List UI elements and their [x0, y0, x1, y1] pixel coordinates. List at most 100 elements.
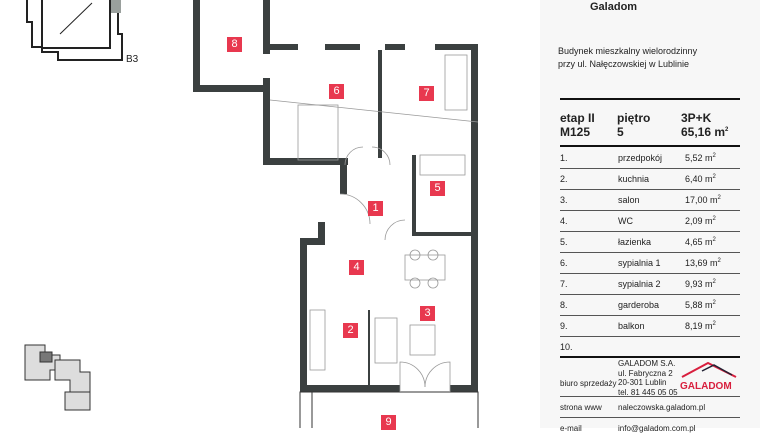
room-name: łazienka: [618, 237, 652, 247]
info-panel: Galadom Budynek mieszkalny wielorodzinny…: [540, 0, 760, 433]
unit-area: 65,16 m2: [681, 125, 728, 139]
room-label-5: 5: [430, 181, 445, 196]
room-label-7: 7: [419, 86, 434, 101]
room-row: 1. przedpokój 5,52 m2: [560, 147, 740, 169]
roof-icon: [681, 361, 737, 378]
room-area-value: 17,00 m: [685, 195, 718, 205]
phone: tel. 81 445 05 05: [618, 387, 678, 397]
room-number: 4.: [560, 216, 568, 226]
room-row: 8. garderoba 5,88 m2: [560, 294, 740, 316]
unit-sup: 2: [717, 258, 721, 264]
room-area-value: 5,88 m: [685, 300, 713, 310]
room-area: 8,19 m2: [685, 321, 716, 331]
floor-label: piętro: [617, 111, 651, 125]
room-label-8: 8: [227, 37, 242, 52]
room-number: 1.: [560, 153, 568, 163]
unit-type: 3P+K: [681, 111, 712, 125]
email-label: e-mail: [560, 424, 582, 433]
room-name: kuchnia: [618, 174, 650, 184]
unit-area-unit: 2: [725, 127, 729, 133]
room-name: garderoba: [618, 300, 660, 310]
room-area-value: 6,40 m: [685, 174, 713, 184]
unit-number: M125: [560, 125, 591, 139]
street: ul. Fabryczna 2: [618, 368, 673, 378]
divider: [560, 396, 740, 397]
unit-sup: 2: [712, 153, 716, 159]
room-area-value: 13,69 m: [685, 258, 718, 268]
floor-plan: B3: [24, 0, 479, 428]
city: 20-301 Lublin: [618, 378, 667, 387]
web-link[interactable]: naleczowska.galadom.pl: [618, 403, 706, 412]
floor-value: 5: [617, 125, 624, 139]
room-number: 6.: [560, 258, 568, 268]
room-row: 6. sypialnia 1 13,69 m2: [560, 252, 740, 274]
unit-sup: 2: [712, 321, 716, 327]
room-row: 2. kuchnia 6,40 m2: [560, 168, 740, 190]
room-area: 6,40 m2: [685, 174, 716, 184]
room-area-value: 8,19 m: [685, 321, 713, 331]
key-plan-top: [26, 0, 123, 61]
unit-area-value: 65,16 m: [681, 125, 726, 139]
room-label-3: 3: [420, 306, 435, 321]
room-row: 5. łazienka 4,65 m2: [560, 231, 740, 253]
room-area-value: 2,09 m: [685, 216, 713, 226]
galadom-logo: GALADOM: [680, 361, 738, 392]
sales-address: GALADOM S.A. ul. Fabryczna 2 20-301 Lubl…: [618, 359, 678, 397]
room-number: 8.: [560, 300, 568, 310]
room-area: 2,09 m2: [685, 216, 716, 226]
room-area-value: 4,65 m: [685, 237, 713, 247]
room-area: 17,00 m2: [685, 195, 721, 205]
building-title: Budynek mieszkalny wielorodzinny: [558, 46, 698, 56]
room-label-4: 4: [349, 260, 364, 275]
stage: etap II: [560, 111, 595, 125]
room-name: przedpokój: [618, 153, 663, 163]
room-area: 5,88 m2: [685, 300, 716, 310]
divider: [560, 417, 740, 418]
room-label-2: 2: [343, 323, 358, 338]
sales-label: biuro sprzedaży: [560, 379, 617, 388]
room-area: 4,65 m2: [685, 237, 716, 247]
room-area-value: 5,52 m: [685, 153, 713, 163]
room-number: 5.: [560, 237, 568, 247]
room-area: 5,52 m2: [685, 153, 716, 163]
room-name: sypialnia 1: [618, 258, 661, 268]
room-number: 10.: [560, 342, 573, 352]
room-area: 9,93 m2: [685, 279, 716, 289]
divider: [560, 98, 740, 100]
walls: [193, 0, 478, 392]
section-label: B3: [126, 54, 139, 65]
room-name: balkon: [618, 321, 645, 331]
divider: [560, 356, 740, 358]
key-plan-site: [24, 344, 91, 411]
unit-sup: 2: [712, 216, 716, 222]
room-area: 13,69 m2: [685, 258, 721, 268]
room-row: 9. balkon 8,19 m2: [560, 315, 740, 337]
room-number: 2.: [560, 174, 568, 184]
room-number: 9.: [560, 321, 568, 331]
divider: [560, 145, 740, 147]
room-area-value: 9,93 m: [685, 279, 713, 289]
unit-sup: 2: [712, 237, 716, 243]
room-row: 7. sypialnia 2 9,93 m2: [560, 273, 740, 295]
email-link[interactable]: info@galadom.com.pl: [618, 424, 696, 433]
room-name: sypialnia 2: [618, 279, 661, 289]
logo-text: GALADOM: [680, 381, 732, 392]
unit-sup: 2: [712, 300, 716, 306]
furniture: [269, 54, 479, 392]
room-name: WC: [618, 216, 633, 226]
company: GALADOM S.A.: [618, 359, 676, 368]
unit-sup: 2: [712, 279, 716, 285]
building-address: przy ul. Nałęczowskiej w Lublinie: [558, 59, 690, 69]
brand-name: Galadom: [590, 1, 638, 13]
balcony: [299, 391, 479, 428]
web-label: strona www: [560, 403, 602, 412]
room-label-6: 6: [329, 84, 344, 99]
unit-sup: 2: [712, 174, 716, 180]
room-label-1: 1: [368, 201, 383, 216]
room-number: 3.: [560, 195, 568, 205]
room-row: 4. WC 2,09 m2: [560, 210, 740, 232]
room-number: 7.: [560, 279, 568, 289]
room-label-9: 9: [381, 415, 396, 430]
room-row: 10.: [560, 336, 740, 358]
